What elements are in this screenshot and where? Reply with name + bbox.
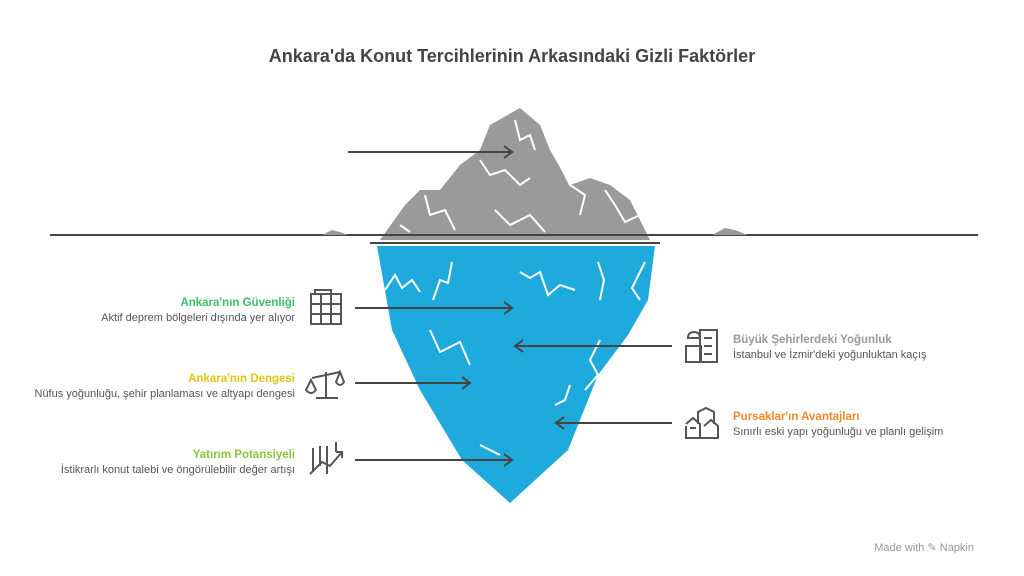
- ice-cracks-under: [384, 261, 646, 456]
- building-icon: [310, 289, 342, 325]
- item-ankara-balance: Ankara'nın Dengesi Nüfus yoğunluğu, şehi…: [34, 373, 296, 400]
- growth-chart-icon: [309, 442, 343, 475]
- small-ice-left: [322, 230, 348, 235]
- napkin-logo-icon: ✎: [927, 542, 937, 554]
- item-pursaklar-advantages: Pursaklar'ın Avantajları Sınırlı eski ya…: [733, 411, 944, 438]
- made-with-napkin: Made with ✎ Napkin: [874, 542, 974, 554]
- ice-cracks-top: [399, 119, 641, 233]
- city-icon: [685, 329, 718, 363]
- scale-icon: [304, 369, 346, 399]
- houses-icon: [685, 406, 719, 439]
- item-big-city-density: Büyük Şehirlerdeki Yoğunluk İstanbul ve …: [733, 334, 927, 361]
- small-ice-right: [712, 228, 748, 235]
- iceberg-underwater: [377, 246, 655, 503]
- item-investment-potential: Yatırım Potansiyeli İstikrarlı konut tal…: [60, 449, 295, 476]
- page-title: Ankara'da Konut Tercihlerinin Arkasındak…: [268, 46, 756, 66]
- iceberg-top: [380, 108, 650, 240]
- item-ankara-safety: Ankara'nın Güvenliği Aktif deprem bölgel…: [101, 297, 295, 324]
- arrows: [348, 145, 672, 467]
